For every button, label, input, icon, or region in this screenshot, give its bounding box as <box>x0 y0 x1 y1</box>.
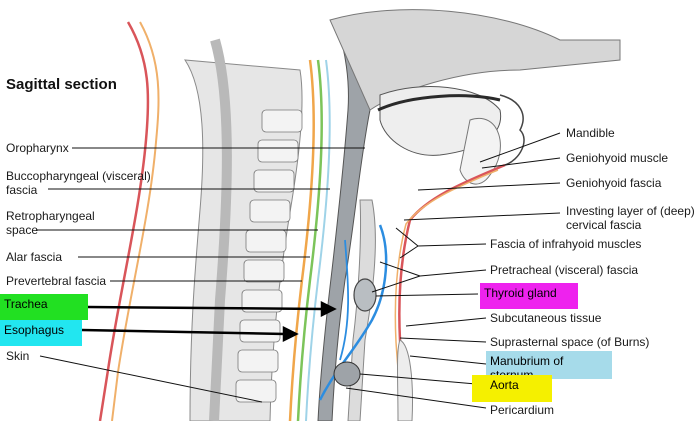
label-buccopharyngeal-line2: fascia <box>6 183 38 197</box>
aorta-shape <box>333 361 361 387</box>
label-retropharyngeal-line2: space <box>6 223 39 237</box>
visceral-fascia-line <box>339 239 350 361</box>
leader-lines-left <box>36 147 365 403</box>
label-trachea-text: Trachea <box>4 297 48 311</box>
buccopharyngeal-fascia-line <box>305 59 331 421</box>
label-investing-layer-line2: cervical fascia <box>566 218 642 232</box>
pharynx-esophagus <box>317 29 374 421</box>
label-geniohyoid-fascia: Geniohyoid fascia <box>566 176 662 190</box>
label-mandible: Mandible <box>566 126 615 140</box>
esophagus-arrow <box>81 325 299 343</box>
label-skin: Skin <box>6 349 30 363</box>
label-buccopharyngeal-line1: Buccopharyngeal (visceral) <box>6 169 151 183</box>
posterior-fat-layer <box>111 21 160 421</box>
label-aorta: Aorta <box>472 375 552 402</box>
label-subcutaneous-tissue: Subcutaneous tissue <box>490 311 602 325</box>
lips <box>499 94 525 166</box>
label-alar-fascia: Alar fascia <box>6 250 63 264</box>
vertebral-bodies <box>235 109 303 403</box>
mandible-bone <box>459 117 501 185</box>
palate <box>377 94 501 112</box>
label-trachea: Trachea <box>0 294 88 320</box>
label-thyroid-gland-text: Thyroid gland <box>484 286 557 300</box>
thyroid-gland-shape <box>353 278 377 312</box>
trachea-arrow <box>87 300 337 318</box>
label-thyroid-gland: Thyroid gland <box>480 283 578 309</box>
sternum <box>397 339 413 421</box>
label-retropharyngeal-line1: Retropharyngeal <box>6 209 95 223</box>
prevertebral-fascia-line <box>288 59 315 421</box>
label-geniohyoid-muscle: Geniohyoid muscle <box>566 151 669 165</box>
figure-title: Sagittal section <box>6 76 117 93</box>
posterior-skin-outline <box>98 21 150 421</box>
label-prevertebral-fascia: Prevertebral fascia <box>6 274 107 288</box>
label-investing-layer-line1: Investing layer of (deep) <box>566 204 695 218</box>
leader-lines-right <box>345 132 561 409</box>
label-pericardium: Pericardium <box>490 403 555 417</box>
alar-fascia-line <box>296 59 323 421</box>
label-esophagus-text: Esophagus <box>4 323 65 337</box>
label-suprasternal-space: Suprasternal space (of Burns) <box>490 335 650 349</box>
label-pretracheal-fascia: Pretracheal (visceral) fascia <box>490 263 639 277</box>
label-aorta-text: Aorta <box>490 378 519 392</box>
spinal-cord <box>209 38 232 421</box>
label-infrahyoid-fascia: Fascia of infrahyoid muscles <box>490 237 642 251</box>
label-oropharynx: Oropharynx <box>6 141 69 155</box>
label-esophagus: Esophagus <box>0 320 82 346</box>
